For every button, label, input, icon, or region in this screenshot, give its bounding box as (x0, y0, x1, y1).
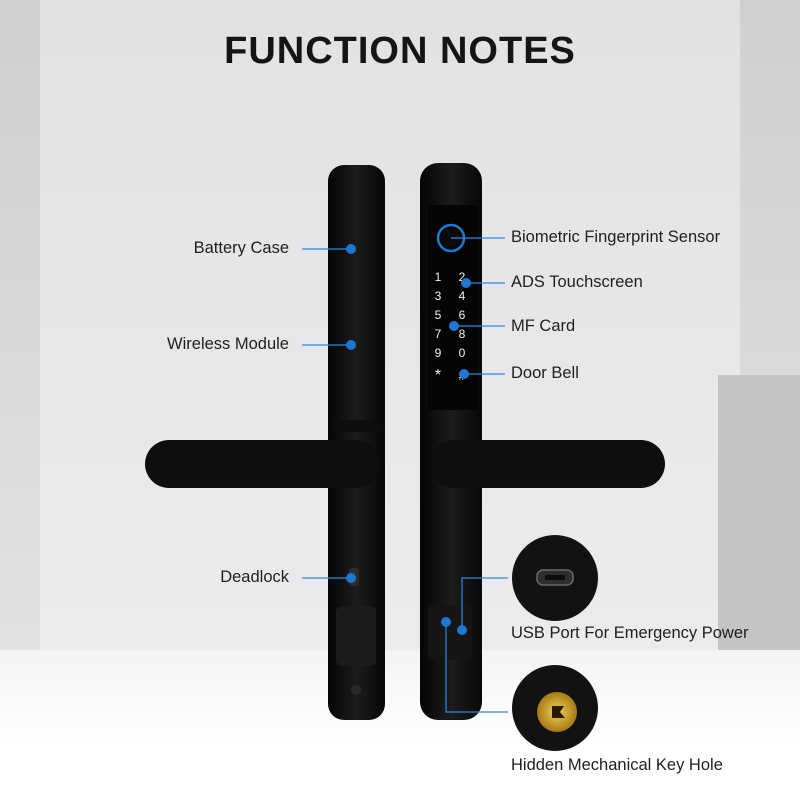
key-hole-inset (512, 665, 598, 751)
label-wireless-module: Wireless Module (167, 335, 289, 353)
inner-cover-plate (336, 606, 376, 666)
key-9[interactable]: 9 (435, 346, 442, 360)
key-8[interactable]: 8 (459, 327, 466, 341)
wireless-module-dot (346, 340, 356, 350)
label-deadlock: Deadlock (220, 568, 289, 586)
key-4[interactable]: 4 (459, 289, 466, 303)
outer-cover-plate (428, 605, 472, 660)
outer-lock-body: 1 2 3 4 5 6 7 8 9 0 * # (420, 163, 665, 720)
label-key-hole: Hidden Mechanical Key Hole (511, 756, 723, 774)
touchscreen-dot (461, 278, 471, 288)
outer-handle (430, 440, 665, 488)
deadlock-dot (346, 573, 356, 583)
inner-handle (145, 440, 380, 488)
key-hole-dot (441, 617, 451, 627)
label-fingerprint-sensor: Biometric Fingerprint Sensor (511, 228, 721, 246)
key-7[interactable]: 7 (435, 327, 442, 341)
label-touchscreen: ADS Touchscreen (511, 273, 643, 291)
callout-dots (346, 244, 471, 635)
screw-hole (351, 685, 361, 695)
usb-port-inset (512, 535, 598, 621)
battery-case-dot (346, 244, 356, 254)
usb-port-dot (457, 625, 467, 635)
leader-lines (302, 237, 508, 713)
key-1[interactable]: 1 (435, 270, 442, 284)
key-2[interactable]: 2 (459, 270, 466, 284)
page-title: FUNCTION NOTES (224, 30, 576, 72)
key-0[interactable]: 0 (459, 346, 466, 360)
door-bell-dot (459, 369, 469, 379)
label-usb-port: USB Port For Emergency Power (511, 624, 749, 642)
key-5[interactable]: 5 (435, 308, 442, 322)
touch-panel (428, 205, 478, 410)
key-star[interactable]: * (435, 367, 441, 384)
backdrop-wall (40, 0, 740, 690)
mf-card-dot (449, 321, 459, 331)
inner-lock-body (145, 165, 385, 720)
label-battery-case: Battery Case (193, 239, 289, 257)
display-table (0, 650, 800, 800)
key-3[interactable]: 3 (435, 289, 442, 303)
label-mf-card: MF Card (511, 317, 576, 335)
label-door-bell: Door Bell (511, 364, 579, 382)
key-6[interactable]: 6 (459, 308, 466, 322)
